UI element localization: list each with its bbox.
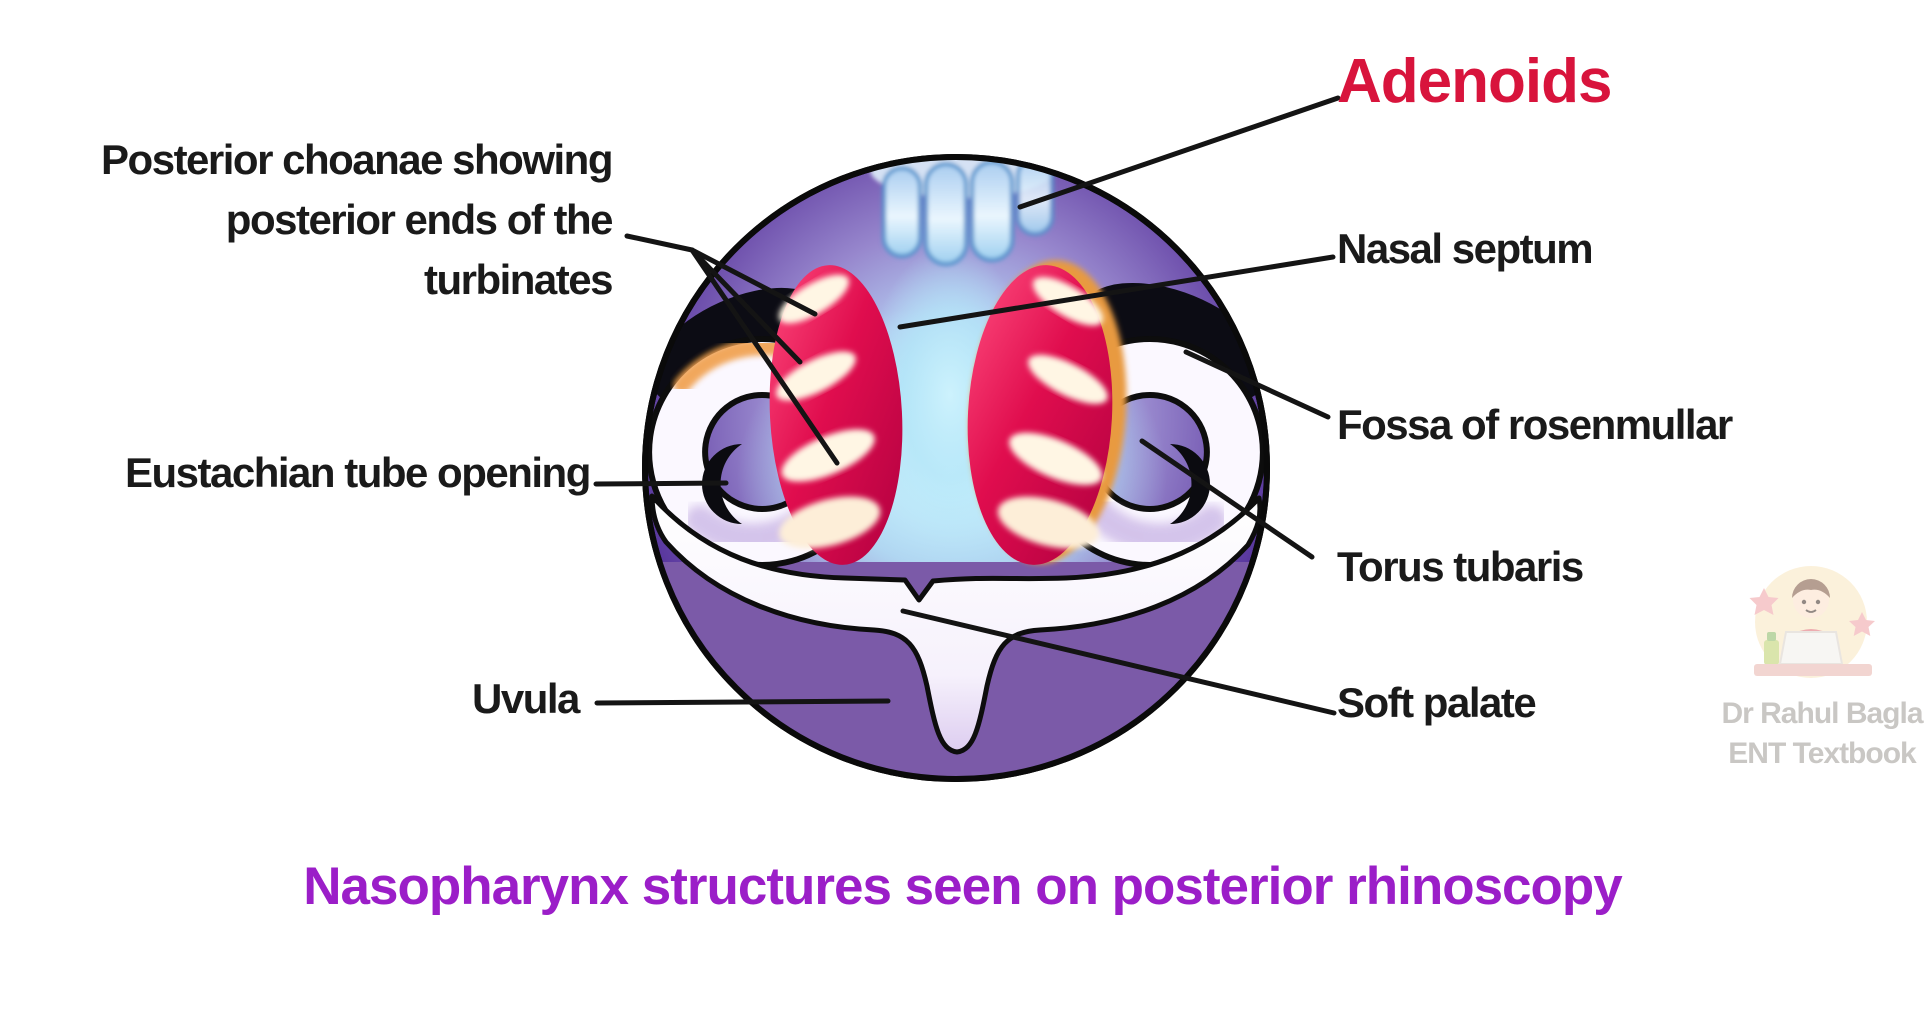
- label-adenoids: Adenoids: [1337, 47, 1612, 116]
- watermark-line1: Dr Rahul Bagla: [1721, 697, 1923, 730]
- watermark-line2: ENT Textbook: [1728, 737, 1916, 770]
- label-soft-palate: Soft palate: [1337, 679, 1537, 726]
- label-posterior-choanae-line2: posterior ends of the: [225, 196, 614, 243]
- choanae-fan-line-2: [689, 247, 803, 365]
- leader-lines: [593, 95, 1341, 716]
- torus-right-illustration: [1045, 335, 1265, 568]
- diagram-title: Nasopharynx structures seen on posterior…: [303, 857, 1623, 916]
- choanae-fan-line-3: [689, 247, 840, 466]
- watermark-text: Dr Rahul Bagla ENT Textbook: [1712, 694, 1925, 774]
- label-eustachian-tube: Eustachian tube opening: [125, 449, 591, 496]
- choana-left-illustration: [769, 265, 903, 565]
- star-icon: [1749, 588, 1779, 615]
- eustachian-opening-left: [702, 444, 742, 524]
- torus-leader-line: [1139, 438, 1315, 560]
- eustachian-leader-line: [593, 480, 729, 487]
- choana-right-illustration: [967, 265, 1113, 565]
- fossa-leader-line: [1183, 349, 1331, 420]
- label-posterior-choanae: Posterior choanae showing posterior ends…: [101, 130, 614, 310]
- label-uvula: Uvula: [472, 675, 580, 722]
- nasal-septum-leader-line: [897, 254, 1336, 330]
- soft-palate-leader-line: [900, 608, 1337, 716]
- adenoids-leader-line: [1017, 95, 1341, 210]
- label-posterior-choanae-line1: Posterior choanae showing: [101, 136, 613, 183]
- eustachian-opening-right: [1170, 444, 1210, 524]
- choanae-leader-dash: [624, 233, 695, 253]
- uvula-leader-line: [594, 698, 891, 706]
- label-posterior-choanae-line3: turbinates: [423, 256, 614, 303]
- label-torus-tubaris: Torus tubaris: [1337, 543, 1584, 590]
- label-fossa-of-rosenmullar: Fossa of rosenmullar: [1337, 401, 1733, 448]
- sphere-outline: [642, 154, 1270, 782]
- label-nasal-septum: Nasal septum: [1337, 225, 1594, 272]
- choanae-fan-line-1: [689, 247, 818, 317]
- watermark-logo: [1749, 566, 1875, 678]
- star-icon: [1849, 612, 1875, 636]
